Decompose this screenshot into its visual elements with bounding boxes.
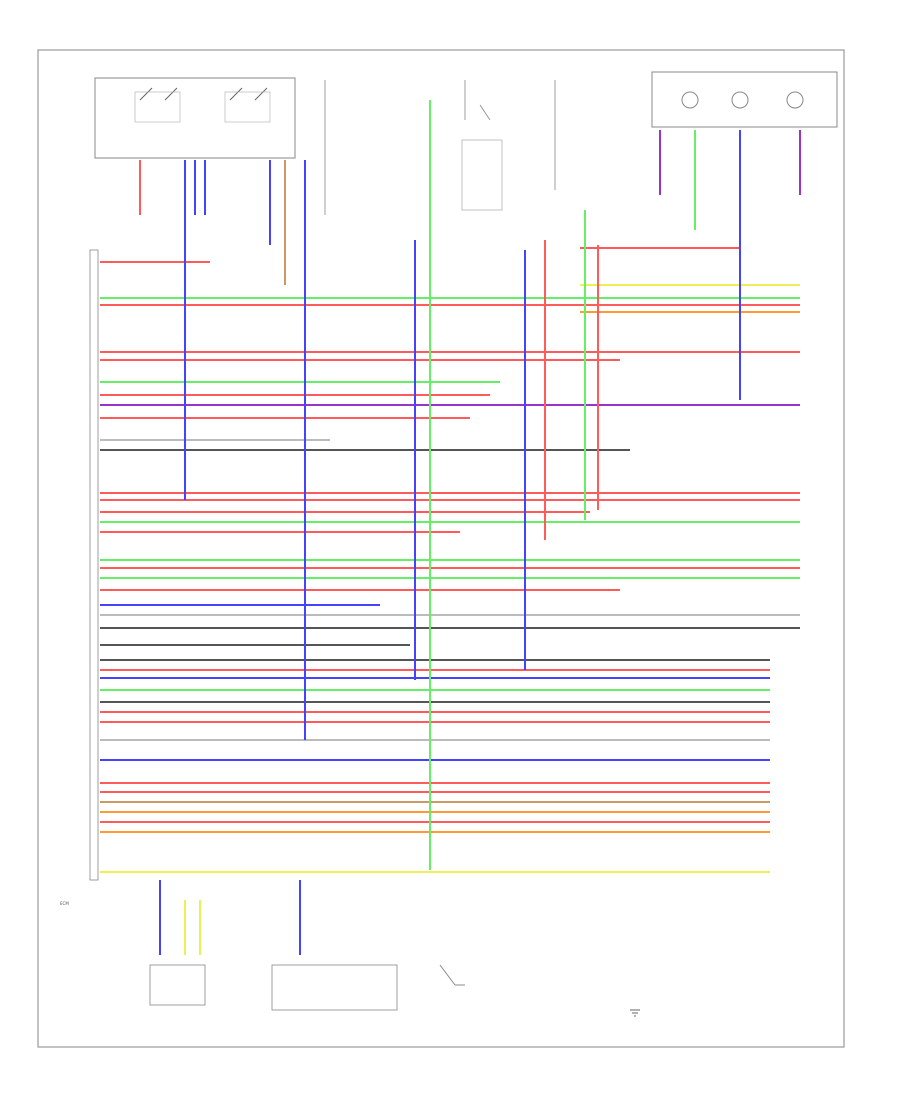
svg-text:ECM: ECM [60,901,69,906]
vertical-wire-runs [139,100,801,955]
ignition-switch-area [324,80,556,215]
diagram-frame [37,49,845,1048]
fuse-relay-box [94,77,296,159]
ground-symbol [630,1009,640,1017]
ecm-connector: ECM [60,249,99,906]
bottom-unit [271,964,398,1011]
bottom-switch [439,964,465,986]
wire-runs [100,247,800,873]
bottom-sensor [149,964,206,1006]
combination-meter [651,71,838,128]
